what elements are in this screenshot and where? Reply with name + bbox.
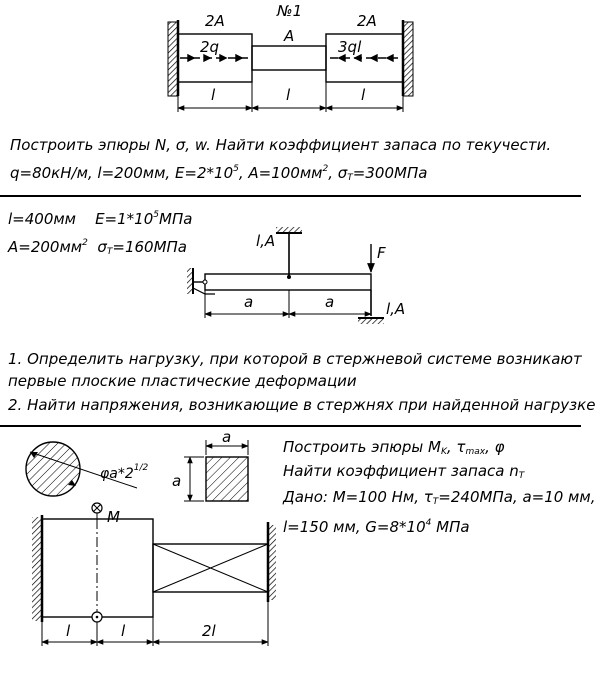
force-label: F <box>377 244 386 262</box>
problem-number: №1 <box>276 2 302 20</box>
dim-mid-label: l <box>286 86 291 104</box>
shaft-left-wall <box>32 517 42 621</box>
mid-area-label: A <box>283 27 294 45</box>
problem1-given: q=80кН/м, l=200мм, E=2*105, A=100мм2, σT… <box>10 164 428 183</box>
problem2-task-1: 1. Определить нагрузку, при которой в ст… <box>8 350 582 368</box>
divider-2 <box>0 425 581 427</box>
problem3-dimensions <box>41 602 269 646</box>
left-area-label: 2A <box>205 12 225 30</box>
circle-dim-label: φa*21/2 <box>100 463 148 482</box>
rod1-label: l,A <box>256 232 275 250</box>
distributed-load-left <box>180 53 248 63</box>
problem3-task-1: Построить эпюры MK, τmax, φ <box>283 438 505 457</box>
dim-left-label: l <box>211 86 216 104</box>
dim-right-label: l <box>361 86 366 104</box>
bottom-support <box>358 318 384 324</box>
problem2-drawing: l,A F l,A a a <box>187 227 405 324</box>
problem2-given-l-e: l=400мм E=1*105МПа <box>8 210 193 228</box>
drawings: №1 2A A 2A 2q 3ql l l l <box>25 2 414 646</box>
problem2-dimensions <box>204 290 372 318</box>
divider-1 <box>0 195 581 197</box>
dim-a1-label: a <box>244 293 253 311</box>
problem3-given-1: Дано: M=100 Нм, τT=240МПа, a=10 мм, <box>283 488 595 507</box>
dim-l1-label: l <box>66 622 71 640</box>
segment-right <box>325 33 404 83</box>
shaft-square-segment <box>152 543 269 593</box>
problem1-drawing: №1 2A A 2A 2q 3ql l l l <box>167 2 414 112</box>
rod2-label: l,A <box>386 300 405 318</box>
right-area-label: 2A <box>357 12 377 30</box>
problem2-task-1-cont: первые плоские пластические деформации <box>8 372 357 390</box>
page: №1 2A A 2A 2q 3ql l l l <box>0 2 595 646</box>
shaft-right-wall <box>268 525 276 600</box>
dim-2l-label: 2l <box>202 622 217 640</box>
moment-label: M <box>107 508 120 526</box>
dim-a2-label: a <box>325 293 334 311</box>
square-dim-top: a <box>222 428 231 446</box>
square-dim-side: a <box>172 472 181 490</box>
left-wall <box>167 21 179 97</box>
circle-section <box>25 441 81 497</box>
problem3-given-2: l=150 мм, G=8*104 МПа <box>283 518 470 536</box>
problem1-dimensions <box>177 70 404 112</box>
left-support <box>187 268 193 294</box>
segment-mid <box>251 45 327 71</box>
dim-l2-label: l <box>121 622 126 640</box>
square-section <box>205 456 249 502</box>
problem3-task-2: Найти коэффициент запаса nT <box>283 462 525 481</box>
right-wall <box>402 21 414 97</box>
distributed-load-right <box>330 53 400 63</box>
left-load-label: 2q <box>200 38 219 56</box>
problem3-drawing: φa*21/2 a a <box>25 428 276 646</box>
problem1-task: Построить эпюры N, σ, w. Найти коэффицие… <box>10 136 552 154</box>
top-support <box>276 227 302 233</box>
right-load-label: 3ql <box>338 38 362 56</box>
problem2-task-2: 2. Найти напряжения, возникающие в стерж… <box>8 396 595 414</box>
problem2-given-a-sigma: A=200мм2 σT=160МПа <box>8 238 188 257</box>
